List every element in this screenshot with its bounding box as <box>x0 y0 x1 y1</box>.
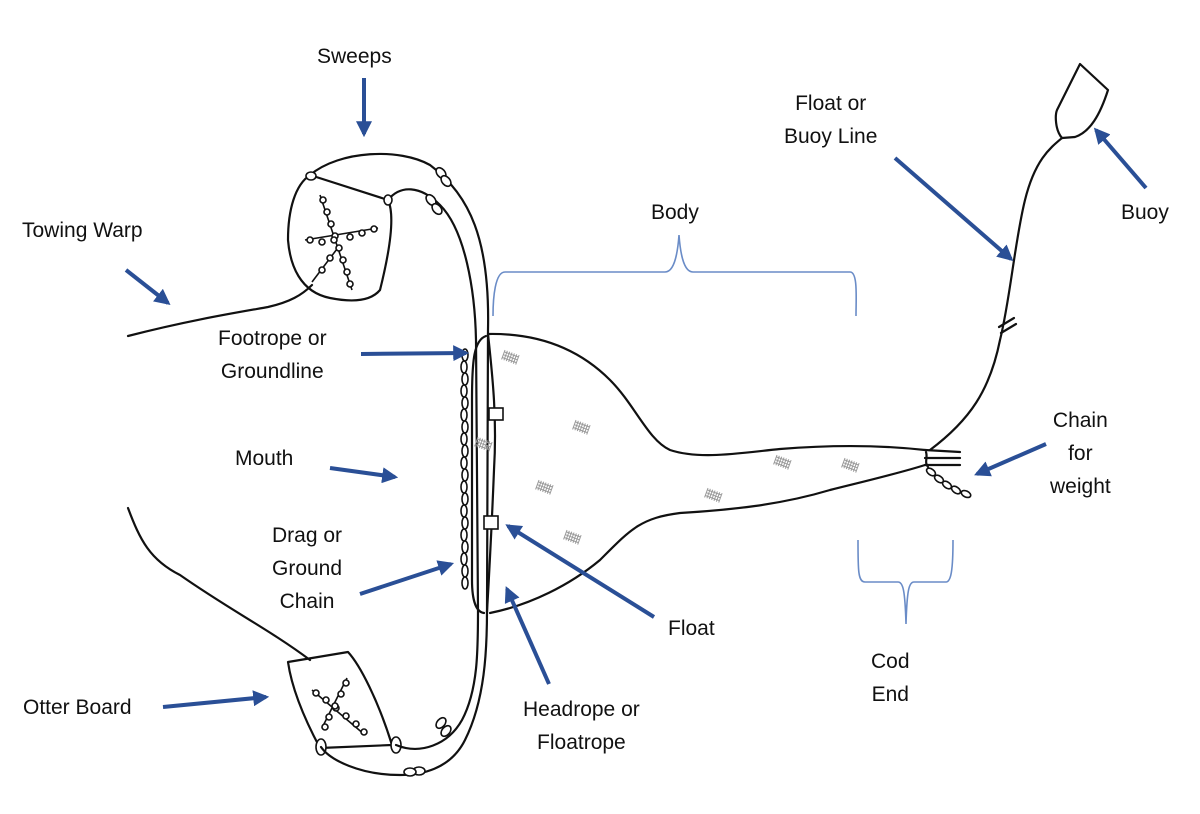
buoy-line <box>928 136 1064 452</box>
cod-end-brace <box>857 539 954 625</box>
label-headrope: Headrope or Floatrope <box>523 698 640 754</box>
lower-board-chain-links <box>312 679 368 736</box>
lower-towing-warp <box>126 506 312 662</box>
headrope-float-lower <box>483 515 499 530</box>
upper-otter-board <box>286 173 393 302</box>
headrope-arrow <box>504 586 551 685</box>
headrope <box>485 332 497 614</box>
mesh-mark <box>773 454 792 470</box>
otter-board-arrow <box>162 690 270 709</box>
sweep-floats <box>305 166 452 777</box>
label-float: Float <box>668 617 715 640</box>
outer-sweep <box>308 152 490 777</box>
label-cod-end: Cod End <box>871 650 910 706</box>
net-body-bottom <box>488 463 927 615</box>
mesh-mark <box>501 349 520 365</box>
buoy <box>1054 62 1110 140</box>
label-chain-weight: Chain for weight <box>1050 409 1111 498</box>
net-body-top <box>486 332 927 457</box>
footrope-arrow <box>360 345 470 362</box>
mouth-arrow <box>329 466 399 484</box>
label-float-line: Float or Buoy Line <box>784 92 878 148</box>
otter-board-chain-links <box>306 196 378 288</box>
mesh-mark <box>474 436 493 452</box>
label-drag-chain: Drag or Ground Chain <box>272 524 343 613</box>
drag-chain-arrow <box>359 560 455 596</box>
headrope-float-upper <box>488 407 504 421</box>
footrope <box>470 334 488 615</box>
label-towing-warp: Towing Warp <box>22 219 143 242</box>
lower-otter-board <box>286 650 402 756</box>
mesh-mark <box>563 529 582 545</box>
mesh-mark <box>841 457 860 473</box>
buoy-line-break <box>997 316 1018 335</box>
net-mesh-marks <box>474 349 860 545</box>
weight-chain <box>925 467 972 499</box>
towing-warp-arrow <box>124 268 171 305</box>
mesh-mark <box>704 487 723 503</box>
label-buoy: Buoy <box>1121 201 1169 224</box>
cod-end-knot <box>923 448 962 469</box>
float-arrow <box>505 524 656 619</box>
label-sweeps: Sweeps <box>317 45 392 68</box>
ground-chain <box>460 348 469 590</box>
upper-towing-warp <box>126 283 314 338</box>
label-footrope: Footrope or Groundline <box>218 327 327 383</box>
buoy-arrow <box>1093 127 1148 190</box>
chain-weight-arrow <box>974 442 1047 477</box>
label-otter-board: Otter Board <box>23 696 132 719</box>
label-mouth: Mouth <box>235 447 294 470</box>
body-brace <box>492 234 858 317</box>
float-line-arrow <box>893 156 1014 262</box>
label-body: Body <box>651 201 699 224</box>
mesh-mark <box>572 419 591 435</box>
mesh-mark <box>535 479 554 495</box>
